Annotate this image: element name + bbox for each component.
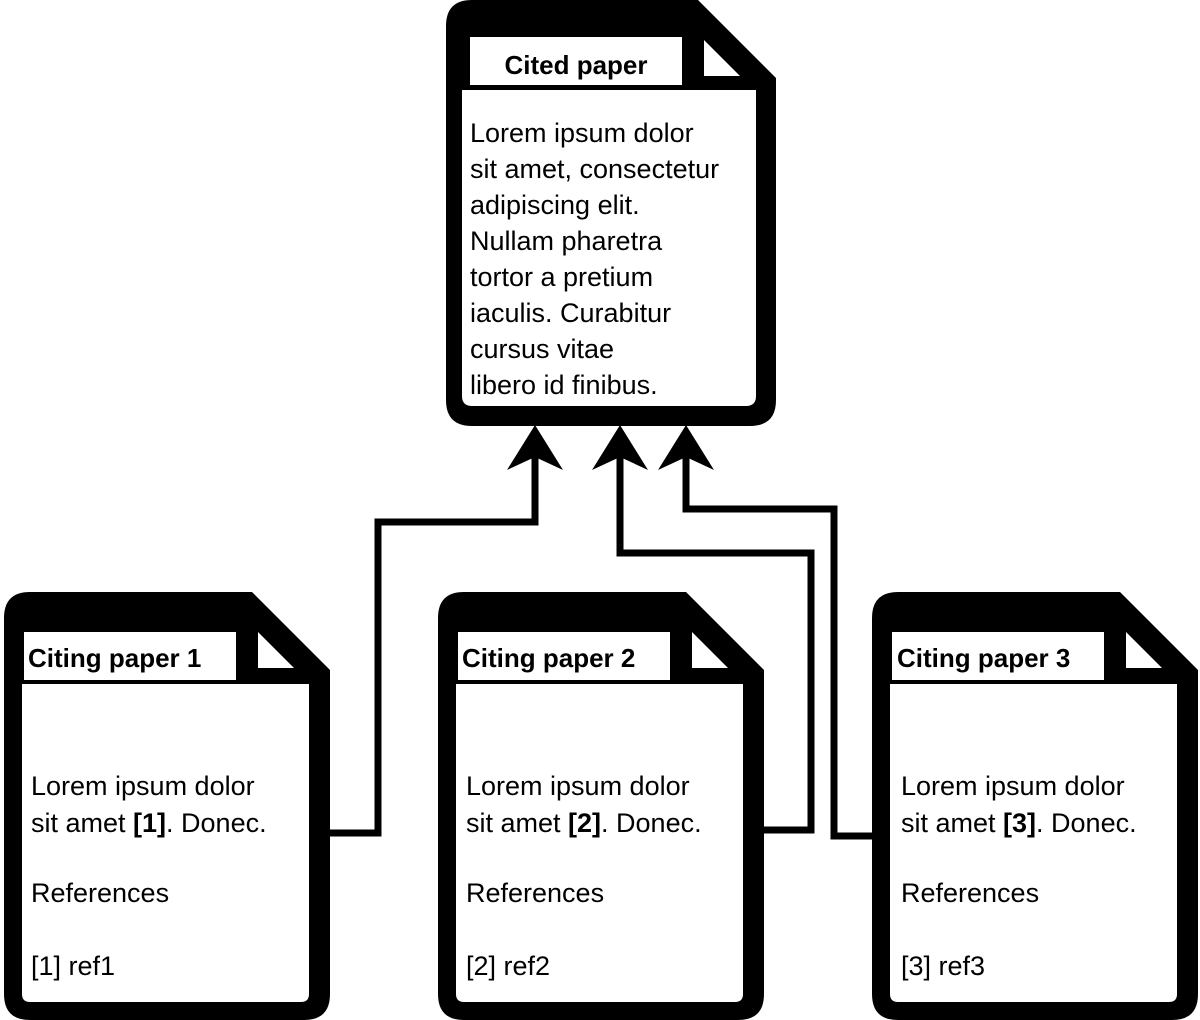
citing-paper-1-title: Citing paper 1: [28, 643, 201, 673]
connector-1: [328, 455, 539, 837]
citing-paper-2-reference: [2] ref2: [466, 951, 550, 981]
citing-paper-2-line1: Lorem ipsum dolor: [466, 771, 690, 801]
dog-ear-icon: [692, 632, 728, 668]
cited-paper-title: Cited paper: [504, 50, 647, 80]
citing-paper-1-title-band: [24, 632, 236, 680]
cited-paper-page: [462, 90, 756, 406]
citing-paper-1-references-heading: References: [31, 878, 169, 908]
citing-paper-1-line2: sit amet [1]. Donec.: [31, 808, 267, 838]
citation-connectors: [328, 425, 872, 840]
citing-paper-3-line2: sit amet [3]. Donec.: [901, 808, 1137, 838]
cited-paper-title-band: [470, 37, 682, 85]
citing-paper-3-references-heading: References: [901, 878, 1039, 908]
arrowhead-3: [658, 425, 714, 470]
dog-ear-icon: [704, 40, 740, 76]
connector-2: [616, 455, 815, 834]
citing-paper-2: Citing paper 2 Lorem ipsum dolor sit ame…: [438, 592, 764, 1020]
citing-paper-1: Citing paper 1 Lorem ipsum dolor sit ame…: [4, 592, 330, 1020]
connector-3: [682, 455, 872, 840]
citing-paper-3-title-band: [892, 632, 1104, 680]
dog-ear-icon: [1126, 632, 1162, 668]
cited-paper-abstract: Lorem ipsum dolor sit amet, consectetur …: [470, 118, 727, 400]
citing-paper-3: Citing paper 3 Lorem ipsum dolor sit ame…: [872, 592, 1198, 1020]
citing-paper-2-page: [456, 684, 743, 1002]
arrowhead-2: [592, 425, 648, 470]
arrowhead-1: [507, 425, 563, 470]
citing-paper-2-title-band: [458, 632, 670, 680]
dog-ear-icon: [258, 632, 294, 668]
citing-paper-3-title: Citing paper 3: [897, 643, 1070, 673]
citing-paper-1-page: [22, 684, 309, 1002]
citation-marker-1: [1]: [133, 808, 166, 838]
citing-paper-3-reference: [3] ref3: [901, 951, 985, 981]
citing-paper-2-references-heading: References: [466, 878, 604, 908]
citing-paper-3-line1: Lorem ipsum dolor: [901, 771, 1125, 801]
citing-paper-3-page: [890, 684, 1177, 1002]
citing-paper-1-line1: Lorem ipsum dolor: [31, 771, 255, 801]
citing-paper-2-title: Citing paper 2: [462, 643, 635, 673]
citing-paper-2-line2: sit amet [2]. Donec.: [466, 808, 702, 838]
citation-marker-2: [2]: [568, 808, 601, 838]
cited-paper: Cited paper Lorem ipsum dolor sit amet, …: [446, 0, 776, 426]
citing-paper-1-reference: [1] ref1: [31, 951, 115, 981]
citation-marker-3: [3]: [1003, 808, 1036, 838]
